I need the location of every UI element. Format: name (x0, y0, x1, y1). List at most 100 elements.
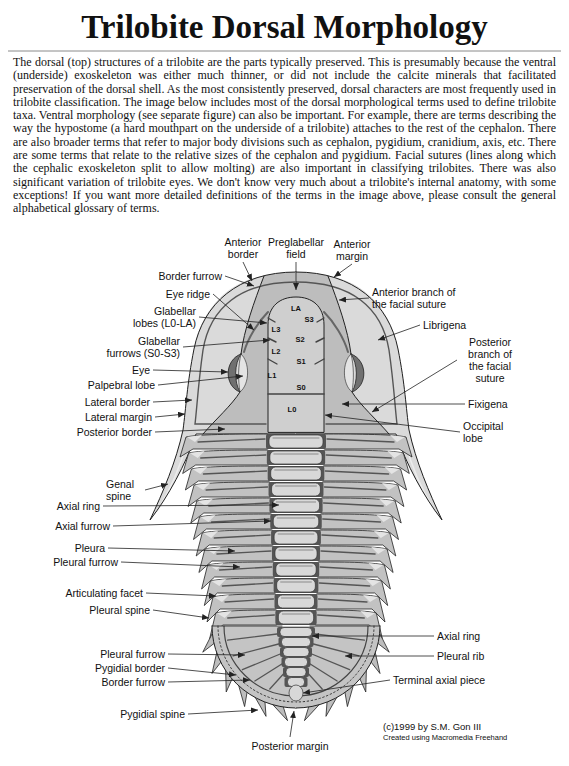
leader-line (108, 548, 235, 551)
thorax-pleurae-left (180, 434, 276, 639)
axial-furrow (273, 562, 319, 577)
part-label: Axial ring (437, 630, 480, 642)
pleural-furrow (198, 439, 265, 442)
half-ring-line (282, 614, 309, 615)
articulating-facet (211, 579, 226, 586)
pleural-furrow (322, 535, 378, 538)
leader-line (296, 262, 297, 290)
part-label: Anterior margin (330, 238, 374, 262)
glabella-letter: S0 (296, 384, 305, 392)
glabella (268, 297, 324, 432)
leader-line (213, 294, 254, 330)
terminal-axial-piece (289, 685, 303, 701)
articulating-facet (374, 531, 389, 538)
axial-ring (280, 628, 312, 637)
pygidium-front (212, 626, 282, 627)
axial-furrow (280, 647, 312, 657)
pleural-rib-furrow (242, 654, 280, 670)
glabellar-furrow (268, 318, 275, 322)
axial-furrow (268, 466, 325, 481)
glabellar-notches-left (268, 318, 277, 364)
leader-line (153, 400, 192, 402)
pleural-furrow (220, 567, 272, 570)
axial-ring (286, 668, 306, 677)
articulating-facet (379, 499, 394, 506)
pleural-furrow (323, 519, 381, 522)
occipital-furrow (268, 393, 324, 395)
half-ring-line (279, 550, 313, 551)
axial-ring (270, 451, 322, 464)
articulating-facet (190, 451, 205, 458)
axial-ring (272, 483, 321, 496)
pleural-furrow (217, 551, 271, 554)
axial-furrow (274, 578, 319, 593)
half-ring-line (273, 438, 319, 439)
leader-line (290, 711, 294, 737)
part-label: Anterior branch of the facial suture (372, 286, 460, 310)
pleural-furrow (203, 471, 266, 474)
glabellar-furrow (268, 359, 277, 364)
facial-suture (352, 392, 389, 434)
credit-note: Created using Macromedia Freehand (383, 733, 507, 742)
intro-paragraph: The dorsal (top) structures of a trilobi… (13, 56, 556, 216)
glabellar-furrow (315, 359, 324, 364)
pleural-rib-furrow (228, 634, 277, 640)
pleural-rib-furrow (310, 664, 337, 681)
pygidium (203, 626, 389, 721)
glabella-letter: L1 (268, 372, 277, 380)
pygidium-front (310, 626, 380, 627)
leader-line (183, 340, 270, 347)
leader-line (325, 415, 460, 432)
axial-ring (282, 638, 311, 647)
articulating-facet (382, 483, 397, 490)
half-ring-line (276, 502, 315, 503)
half-ring-line (280, 566, 312, 567)
leader-line (146, 593, 216, 596)
leader-line (145, 484, 168, 490)
half-ring-line (278, 534, 314, 535)
part-label: Librigena (423, 319, 466, 331)
leader-line (103, 505, 279, 506)
leader-line (342, 404, 465, 405)
part-label: Glabellar furrows (S0-S3) (104, 335, 180, 359)
leader-line (113, 521, 271, 526)
glabellar-furrow (317, 318, 324, 322)
half-ring-line (276, 486, 317, 487)
leader-line (378, 325, 420, 340)
leader-line (345, 656, 434, 657)
axial-furrow (266, 434, 326, 449)
axial-furrow (275, 594, 318, 609)
leader-line (158, 376, 243, 385)
part-label: Anterior border (221, 236, 265, 260)
pleural-rib-furrow (255, 664, 282, 681)
half-ring-line (277, 518, 315, 519)
leader-line (188, 710, 258, 714)
part-label: Lateral margin (85, 411, 152, 423)
leader-line (153, 370, 228, 372)
articulating-facet (387, 451, 402, 458)
leader-line (243, 262, 252, 281)
axial-ring (271, 467, 322, 480)
leader-line (339, 298, 369, 300)
facial-suture (203, 392, 240, 434)
facial-suture (328, 276, 351, 354)
glabella-letter: L3 (272, 326, 281, 334)
glabellar-notches (268, 318, 324, 364)
glabella (268, 297, 324, 432)
half-ring-line (282, 598, 311, 599)
thorax-pleurae-right (316, 434, 412, 639)
leader-line (199, 317, 267, 323)
half-ring-line (281, 582, 312, 583)
articulating-facet (201, 515, 216, 522)
articulating-facet (195, 483, 210, 490)
pleural-furrow (326, 455, 391, 458)
leader-line (225, 276, 254, 286)
pleural-furrow (214, 535, 270, 538)
articulating-facet (214, 595, 229, 602)
glabella-letter: L2 (272, 348, 281, 356)
axial-ring (269, 435, 323, 448)
part-label: Axial ring (57, 500, 100, 512)
part-label: Fixigena (468, 398, 508, 410)
articulating-facet (360, 611, 375, 618)
